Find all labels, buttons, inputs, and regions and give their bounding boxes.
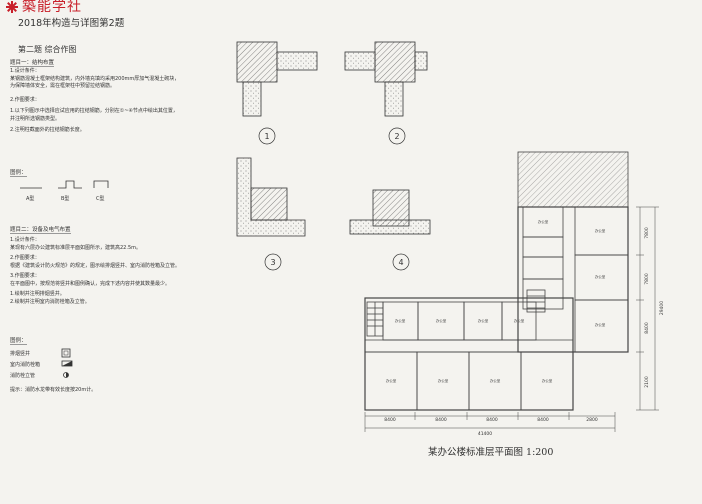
task1-line: 2.作图要求： (10, 96, 40, 103)
legend-smoke-shaft-label: 排烟竖井 (10, 351, 31, 357)
task2-note: 提示：消防水龙带有效长度按20m计。 (10, 387, 97, 393)
rebar-b-icon (58, 180, 82, 189)
legend-type-a: A型 (26, 196, 35, 202)
room-label: 办公室 (514, 318, 525, 323)
room-label: 办公室 (395, 318, 406, 323)
room-label: 办公室 (490, 378, 501, 383)
room-label: 办公室 (438, 378, 449, 383)
task1-line: 为保障墙体安全，需在框架柱中预留拉结钢筋。 (10, 83, 116, 89)
question-title: 第二题 综合作图 (18, 45, 77, 54)
task1-line: 并注明所选钢筋类型。 (10, 115, 61, 122)
room-label: 办公室 (386, 378, 397, 383)
task1-legend-heading: 图例： (10, 170, 27, 177)
hydrant-box-fill-icon (62, 361, 72, 366)
legend-type-c: C型 (96, 196, 105, 202)
task1-text: 1.设计条件： 某钢筋混凝土框架结构建筑，内外墙充填均采用200mm厚加气混凝土… (10, 68, 225, 135)
brand-header: 築能学社 (6, 0, 82, 14)
task2-line: 根据《建筑设计防火规范》的规定，图示绘排烟竖井、室内消防栓箱及立管。 (10, 262, 181, 269)
task2-text: 1.设计条件： 某现有六层办公建筑标准层平面如图所示，建筑高22.5m。 2.作… (10, 237, 225, 306)
detail-2: 2 (344, 41, 428, 145)
plan-right-dimensions: 7800 7800 8400 2100 29400 (644, 227, 665, 388)
detail-1: 1 (236, 41, 318, 145)
task1-heading: 题目一：结构布置 (10, 60, 55, 67)
wall-column-details: 1 2 3 4 (236, 41, 431, 271)
dim-label: 8400 (644, 322, 650, 334)
dim-label: 8400 (435, 417, 447, 423)
detail-2-marker (388, 127, 406, 145)
smoke-shaft-icon (61, 348, 71, 358)
task1-line: 某钢筋混凝土框架结构建筑，内外墙充填均采用200mm厚加气混凝土砌块， (10, 75, 180, 82)
room-label: 办公室 (538, 219, 549, 224)
legend-hydrant-box-label: 室内消防栓箱 (10, 362, 41, 368)
task2-heading: 题目二：设备及电气布置 (10, 227, 71, 234)
task2-line: 2.绘制并注明室内消防栓箱及立管。 (10, 298, 90, 305)
exam-subtitle: 2018年构造与详图第2题 (18, 18, 125, 29)
room-label: 办公室 (595, 322, 606, 327)
equipment-legend-symbols (61, 348, 73, 378)
detail-4-marker (392, 253, 410, 271)
dim-label: 7800 (644, 227, 650, 239)
legend-hydrant-riser-label: 消防栓立管 (10, 373, 36, 379)
task2-line: 2.作图要求： (10, 255, 40, 261)
brand-name: 築能学社 (22, 0, 82, 15)
room-label: 办公室 (595, 274, 606, 279)
detail-1-label: 1 (264, 132, 269, 141)
task2-line: 在平面图中，按规范将竖井和图例确认，完成下述内容并使其数量最少。 (10, 280, 171, 287)
dim-label: 8400 (486, 417, 498, 423)
detail-3: 3 (236, 157, 306, 271)
detail-4: 4 (349, 189, 431, 271)
detail-3-marker (264, 253, 282, 271)
rebar-c-icon (93, 180, 109, 188)
room-label: 办公室 (478, 318, 489, 323)
detail-2-label: 2 (394, 132, 399, 141)
detail-4-label: 4 (398, 258, 403, 267)
room-label: 办公室 (595, 228, 606, 233)
task1-line: 1.设计条件： (10, 68, 40, 74)
plan-bottom-dimensions: 8400 8400 8400 8400 2800 41400 (384, 417, 598, 437)
task1-line: 1.以下列图示中选择应试应用的拉结钢筋，分别在①~④节点中绘出其位置， (10, 108, 178, 114)
detail-1-marker (258, 127, 276, 145)
office-floor-plan: 办公室 办公室 办公室 办公室 办公室 办公室 办公室 办公室 办公室 办公室 … (364, 151, 665, 437)
dim-label: 8400 (537, 417, 549, 423)
brand-logo-icon (6, 1, 18, 13)
room-label: 办公室 (542, 378, 553, 383)
dim-label: 8400 (384, 417, 396, 423)
rebar-type-legend (20, 180, 109, 189)
plan-hatched-zone (517, 151, 629, 208)
detail-3-label: 3 (270, 258, 275, 267)
task2-legend-heading: 图例： (10, 338, 27, 345)
task2-line: 某现有六层办公建筑标准层平面如图所示，建筑高22.5m。 (10, 244, 142, 251)
dim-total-label: 41400 (478, 431, 492, 437)
dim-total-label: 29400 (659, 301, 665, 315)
dim-label: 2100 (644, 376, 650, 388)
dim-label: 2800 (586, 417, 598, 423)
task2-line: 1.绘制并注明排烟竖井。 (10, 291, 65, 297)
plan-room-labels: 办公室 办公室 办公室 办公室 办公室 办公室 办公室 办公室 办公室 办公室 … (386, 219, 606, 383)
task1-line: 2.注明柱截面外的拉结钢筋长度。 (10, 127, 85, 133)
plan-title: 某办公楼标准层平面图 1:200 (428, 447, 554, 458)
dim-label: 7800 (644, 273, 650, 285)
room-label: 办公室 (436, 318, 447, 323)
task2-line: 3.作图要求： (10, 273, 40, 279)
legend-type-b: B型 (61, 196, 70, 202)
task2-line: 1.设计条件： (10, 237, 40, 243)
